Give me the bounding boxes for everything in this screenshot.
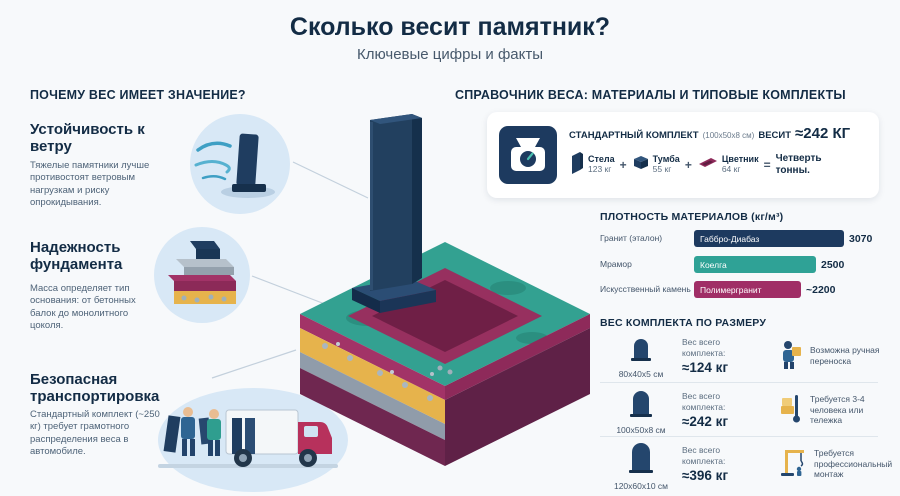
hand-truck-icon xyxy=(778,393,804,428)
reference-heading: СПРАВОЧНИК ВЕСА: МАТЕРИАЛЫ И ТИПОВЫЕ КОМ… xyxy=(455,88,846,102)
density-bar-artificial: Полимергранит xyxy=(694,281,801,298)
density-value: 2500 xyxy=(821,258,845,271)
by-size-heading: ВЕС КОМПЛЕКТА ПО РАЗМЕРУ xyxy=(600,317,767,329)
density-heading: ПЛОТНОСТЬ МАТЕРИАЛОВ (кг/м³) xyxy=(600,211,784,223)
size-row-small: 80x40x5 см Вес всего комплекта: ≈124 кг … xyxy=(600,330,882,382)
page-title: Сколько весит памятник? xyxy=(289,13,611,41)
tombstone-medium-icon xyxy=(627,386,655,423)
truck-loading-illustration xyxy=(148,382,348,492)
density-material-label: Мрамор xyxy=(600,258,632,269)
why-item-title-wind: Устойчивость к ветру xyxy=(30,121,145,155)
weight-value: ≈242 кг xyxy=(682,413,729,429)
part-weight: 55 кг xyxy=(652,163,672,174)
handling-note: Требуется 3-4 человека или тележка xyxy=(810,394,865,426)
kit-headline: СТАНДАРТНЫЙ КОМПЛЕКТ (100x50x8 см) ВЕСИТ… xyxy=(569,125,871,142)
density-bar-label: Габбро-Диабаз xyxy=(700,233,760,244)
part-name: Цветник xyxy=(721,154,759,165)
density-row-artificial: Искусственный камень Полимергранит ~2200 xyxy=(600,281,885,298)
kit-equivalent: Четверть тонны. xyxy=(775,153,822,176)
wind-monument-illustration xyxy=(188,112,292,216)
density-row-marble: Мрамор Коелга 2500 xyxy=(600,256,885,273)
kit-part-tumba: Тумба 55 кг xyxy=(632,154,680,176)
kitchen-scale-icon xyxy=(499,126,557,184)
row-divider xyxy=(600,436,878,437)
flowerbed-icon xyxy=(697,155,719,173)
kit-name: СТАНДАРТНЫЙ КОМПЛЕКТ xyxy=(569,130,699,141)
why-item-text-foundation: Масса определяет тип основания: от бетон… xyxy=(30,283,136,332)
foundation-layers-illustration xyxy=(152,225,252,325)
density-value: ~2200 xyxy=(806,283,836,296)
weight-value: ≈396 кг xyxy=(682,467,729,483)
handling-note: Требуется профессиональный монтаж xyxy=(814,448,893,480)
plus-sign: + xyxy=(684,157,692,172)
kit-part-flowerbed: Цветник 64 кг xyxy=(697,154,759,174)
density-row-granite: Гранит (эталон) Габбро-Диабаз 3070 xyxy=(600,230,885,247)
size-dimension: 80x40x5 см xyxy=(618,368,664,379)
stela-icon xyxy=(569,150,585,179)
part-name: Стела xyxy=(588,154,615,165)
density-bar-label: Коелга xyxy=(700,259,727,270)
row-divider xyxy=(600,382,878,383)
weight-label: Вес всего комплекта: xyxy=(682,391,726,412)
kit-part-stela: Стела 123 кг xyxy=(569,150,615,179)
density-material-label: Гранит (эталон) xyxy=(600,232,663,243)
density-material-label: Искусственный камень xyxy=(600,283,691,294)
size-row-large: 120x60x10 см Вес всего комплекта: ≈396 к… xyxy=(600,438,892,491)
equals-sign: = xyxy=(763,157,771,172)
density-bar-label: Полимергранит xyxy=(700,284,762,295)
kit-verb: ВЕСИТ xyxy=(758,130,792,141)
monument-foundation-illustration xyxy=(290,92,600,472)
weight-label: Вес всего комплекта: xyxy=(682,445,726,466)
why-item-title-transport: Безопасная транспортировка xyxy=(30,371,160,405)
handling-note: Возможна ручная переноска xyxy=(810,345,880,366)
why-heading: ПОЧЕМУ ВЕС ИМЕЕТ ЗНАЧЕНИЕ? xyxy=(30,88,246,102)
weight-value: ≈124 кг xyxy=(682,359,729,375)
page-subtitle: Ключевые цифры и факты xyxy=(356,46,544,63)
size-dimension: 100x50x8 см xyxy=(616,424,666,435)
tombstone-large-icon xyxy=(626,438,656,479)
size-dimension: 120x60x10 см xyxy=(613,480,669,491)
kit-total-weight: ≈242 КГ xyxy=(795,125,851,142)
kit-size: (100x50x8 см) xyxy=(702,131,755,140)
size-row-medium: 100x50x8 см Вес всего комплекта: ≈242 кг… xyxy=(600,384,882,436)
part-weight: 64 кг xyxy=(721,163,741,174)
tumba-icon xyxy=(632,154,650,176)
tombstone-small-icon xyxy=(628,334,654,367)
density-bar-marble: Коелга xyxy=(694,256,816,273)
plus-sign: + xyxy=(619,157,627,172)
why-item-text-transport: Стандартный комплект (~250 кг) требует г… xyxy=(30,409,160,458)
kit-parts-row: Стела 123 кг + Тумба 55 кг + xyxy=(569,150,871,179)
density-bar-granite: Габбро-Диабаз xyxy=(694,230,844,247)
crane-icon xyxy=(778,446,808,483)
person-carrying-icon xyxy=(778,339,804,374)
weight-label: Вес всего комплекта: xyxy=(682,337,726,358)
part-name: Тумба xyxy=(652,154,680,165)
part-weight: 123 кг xyxy=(588,163,612,174)
density-value: 3070 xyxy=(849,232,873,245)
why-item-title-foundation: Надежность фундамента xyxy=(30,239,123,273)
standard-kit-card: СТАНДАРТНЫЙ КОМПЛЕКТ (100x50x8 см) ВЕСИТ… xyxy=(487,112,879,198)
why-item-text-wind: Тяжелые памятники лучше противостоят вет… xyxy=(30,160,150,209)
